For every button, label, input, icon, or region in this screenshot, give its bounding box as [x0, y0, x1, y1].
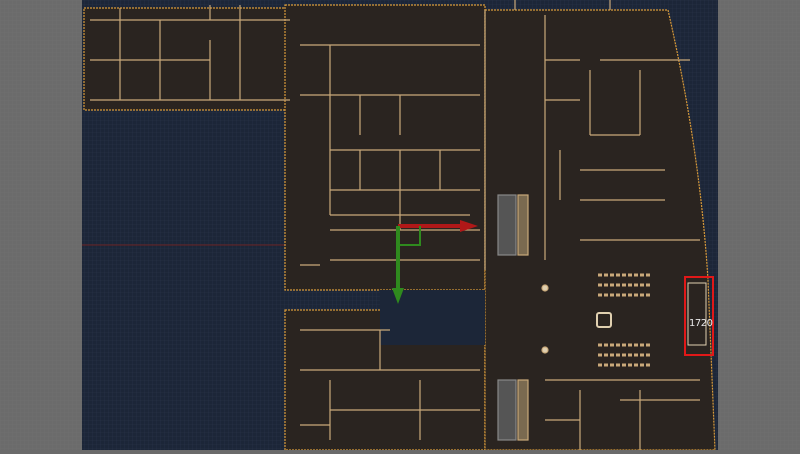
selected-object[interactable]	[687, 282, 707, 346]
gizmo-x-arrow-icon[interactable]	[460, 220, 478, 232]
selection-box[interactable]	[684, 276, 714, 356]
gizmo-y-arrow-icon[interactable]	[392, 288, 404, 304]
building-floor	[83, 4, 716, 451]
interior-walls	[90, 0, 700, 450]
selection-label: 1720	[689, 318, 713, 329]
gizmo-plane-handle[interactable]	[398, 226, 421, 246]
transform-gizmo[interactable]	[392, 220, 478, 304]
